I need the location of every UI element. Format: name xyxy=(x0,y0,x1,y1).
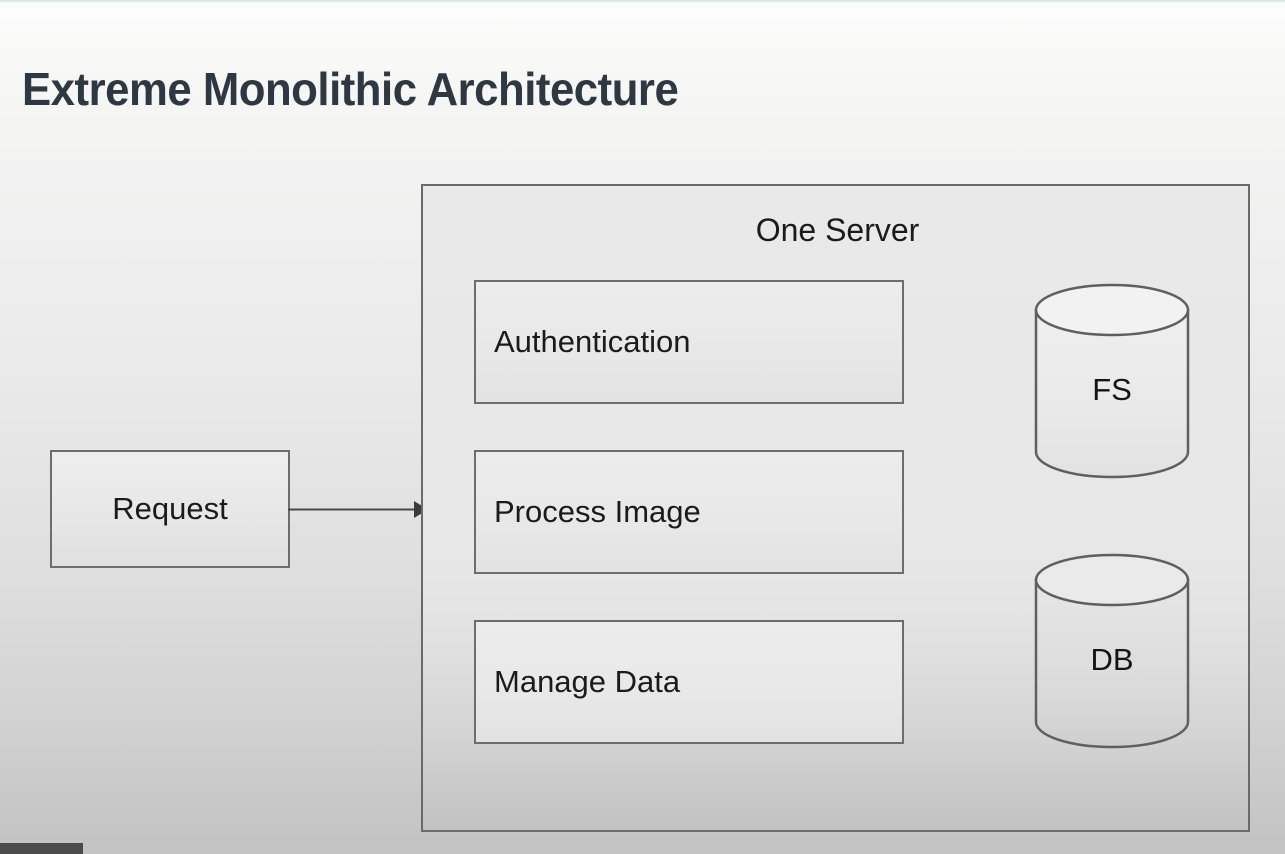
request-node-label: Request xyxy=(112,491,228,526)
service-node-manage-data: Manage Data xyxy=(474,620,904,744)
request-to-server-arrow xyxy=(288,492,428,528)
service-node-label: Process Image xyxy=(494,494,701,529)
service-node-process-image: Process Image xyxy=(474,450,904,574)
storage-node-fs: FS xyxy=(1033,283,1191,479)
service-node-label: Authentication xyxy=(494,324,691,359)
top-edge-hairline xyxy=(0,0,1285,3)
storage-node-db: DB xyxy=(1033,553,1191,749)
page-title: Extreme Monolithic Architecture xyxy=(22,62,679,115)
cylinder-icon xyxy=(1034,283,1190,479)
video-progress-fill[interactable] xyxy=(0,843,83,854)
storage-node-label: DB xyxy=(1090,642,1134,677)
video-progress-bar[interactable] xyxy=(0,843,1285,854)
server-title: One Server xyxy=(755,212,920,248)
service-node-label: Manage Data xyxy=(494,664,681,699)
storage-node-label: FS xyxy=(1092,372,1132,407)
one-server-container: One Server Authentication Process Image … xyxy=(421,184,1250,832)
cylinder-icon xyxy=(1034,553,1190,749)
service-node-authentication: Authentication xyxy=(474,280,904,404)
request-node: Request xyxy=(50,450,290,568)
arrow-icon xyxy=(288,501,428,518)
